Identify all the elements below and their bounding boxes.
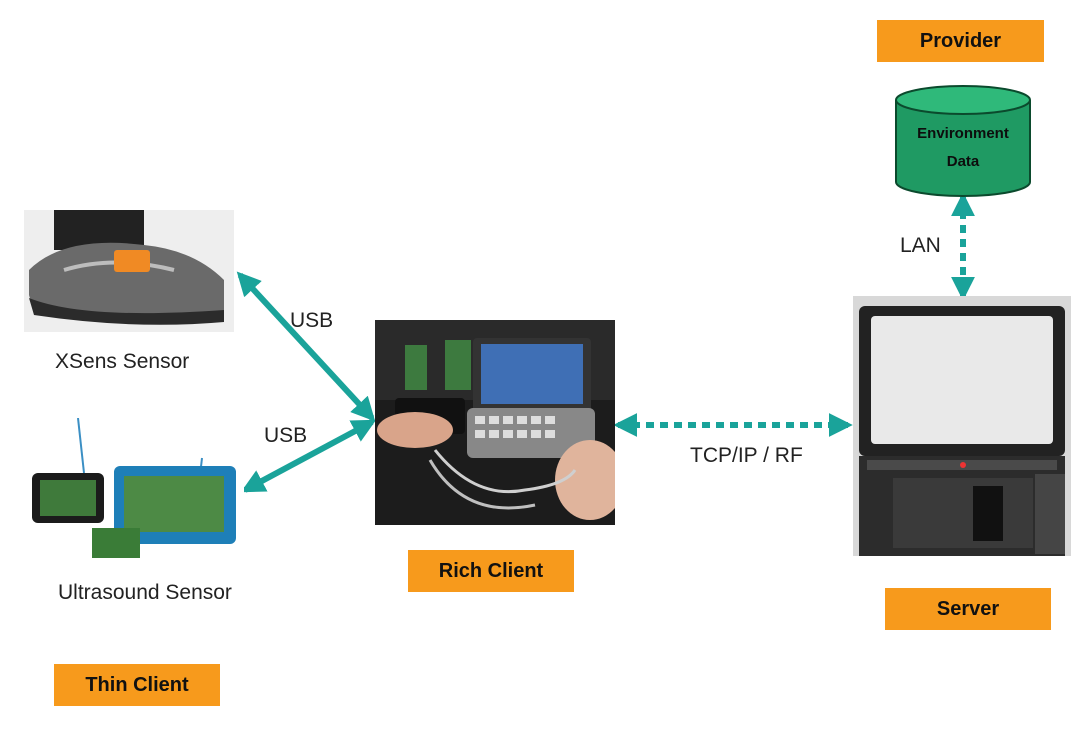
rich-client-tag: Rich Client <box>408 550 574 592</box>
xsens-sensor-photo <box>24 210 234 332</box>
ultrasound-sensor-photo <box>22 418 244 568</box>
rich-client-photo <box>375 320 615 525</box>
usb-ultrasound-arrow <box>240 419 377 493</box>
lan-label: LAN <box>900 234 941 257</box>
server-tag: Server <box>885 588 1051 630</box>
usb-top-label: USB <box>290 309 334 332</box>
provider-tag: Provider <box>877 20 1044 62</box>
tcpip-rf-label: TCP/IP / RF <box>690 444 803 467</box>
environment-data-text: Environment Data <box>893 120 1033 176</box>
server-photo <box>853 296 1071 556</box>
ultrasound-sensor-label: Ultrasound Sensor <box>58 581 232 604</box>
thin-client-label: Thin Client <box>85 673 189 696</box>
rich-client-label: Rich Client <box>438 559 544 582</box>
environment-data-line1: Environment <box>917 125 1009 142</box>
xsens-sensor-label: XSens Sensor <box>55 350 190 373</box>
usb-bottom-label: USB <box>264 424 308 447</box>
provider-label: Provider <box>919 29 1002 52</box>
server-label: Server <box>936 597 1000 620</box>
environment-data-line2: Data <box>946 153 980 170</box>
thin-client-tag: Thin Client <box>54 664 220 706</box>
usb-xsens-arrow <box>236 271 376 422</box>
environment-data-database-icon <box>895 85 1031 197</box>
